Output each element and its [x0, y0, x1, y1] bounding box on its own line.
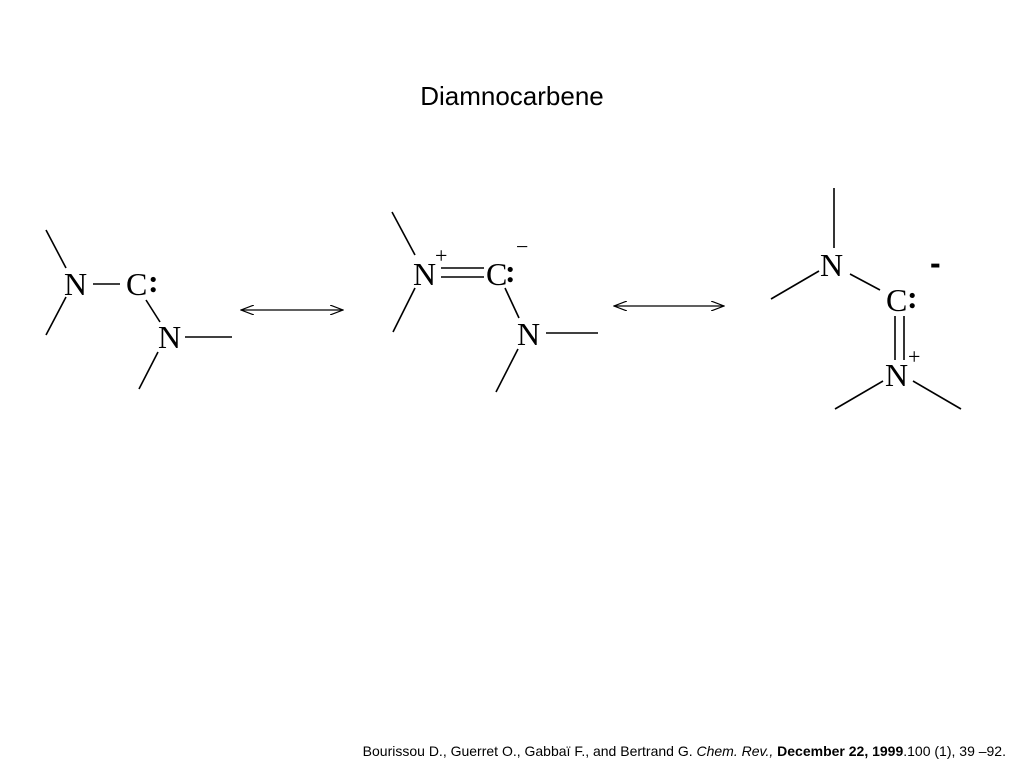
citation-volume-pages: .100 (1), 39 –92. [903, 743, 1006, 759]
lone-pair: : [505, 253, 516, 289]
bond-n1-carbon [849, 273, 881, 291]
citation-date: December 22, 1999 [777, 743, 904, 759]
bond-methyl-n1-upper [391, 211, 416, 256]
lone-pair: : [907, 279, 918, 315]
slide-title: Diamnocarbene [420, 81, 604, 111]
bond-methyl-n1-lower [392, 287, 416, 333]
bond-carbon-n2 [145, 299, 161, 323]
resonance-scheme: N C : N N + C : − N N - C : N + [45, 188, 962, 410]
bond-n2-methyl-lower [495, 348, 519, 393]
charge-plus: + [908, 344, 920, 369]
citation: Bourissou D., Guerret O., Gabbaï F., and… [0, 742, 1006, 760]
charge-plus: + [435, 243, 447, 268]
atom-n2: N [885, 357, 908, 393]
bond-methyl-n1-upper [45, 229, 67, 269]
structure-iminium-lower [770, 188, 962, 410]
atom-carbon: C [126, 266, 147, 302]
atom-n2: N [517, 316, 540, 352]
atom-carbon: C [486, 256, 507, 292]
atom-n1: N [64, 266, 87, 302]
structure-iminium-left [391, 211, 598, 393]
structure-neutral-carbene [45, 229, 232, 390]
bond-n2-methyl-lower [138, 351, 159, 390]
charge-minus: - [930, 245, 941, 281]
bond-methyl-n1-lower [45, 296, 67, 336]
bond-n1-methyl-left [770, 270, 820, 300]
atom-n2: N [158, 319, 181, 355]
atom-n1: N [413, 256, 436, 292]
citation-authors: Bourissou D., Guerret O., Gabbaï F., and… [362, 743, 693, 759]
lone-pair: : [148, 263, 159, 299]
atom-carbon: C [886, 282, 907, 318]
atom-n1: N [820, 247, 843, 283]
citation-journal: Chem. Rev., [696, 743, 774, 759]
bond-carbon-n2 [504, 287, 520, 319]
bond-n2-methyl-left [834, 380, 884, 410]
charge-minus: − [516, 234, 528, 259]
bond-n2-methyl-right [912, 380, 962, 410]
